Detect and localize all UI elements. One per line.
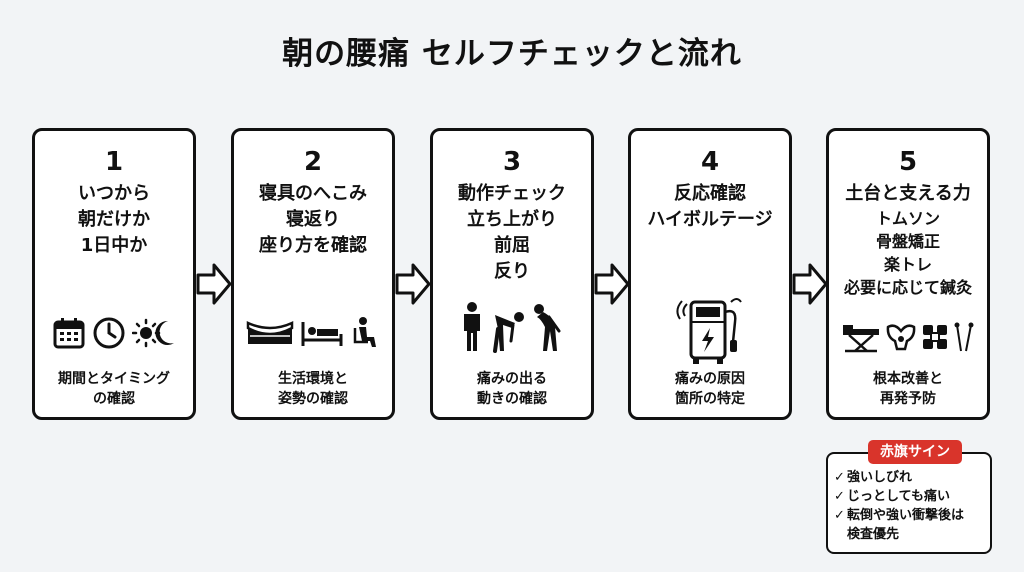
- treatment-table-icon: [843, 325, 879, 353]
- ems-pads-icon: [923, 325, 947, 349]
- bending-back-icon: [534, 304, 561, 351]
- step-icons: [35, 309, 193, 357]
- high-voltage-machine-icon: [676, 298, 742, 364]
- sleeping-person-icon: [301, 322, 343, 346]
- step-line: 前屈: [494, 235, 530, 256]
- arrow-right-icon: [395, 263, 431, 305]
- caption-line: 動きの確認: [477, 391, 547, 407]
- step-text: 動作チェック 立ち上がり 前屈 反り: [433, 181, 591, 285]
- bending-forward-icon: [493, 312, 524, 353]
- caption-line: 箇所の特定: [675, 391, 745, 407]
- red-flag-text: 検査優先: [847, 527, 900, 542]
- step-text: いつから 朝だけか 1日中か: [35, 181, 193, 259]
- step-line: 1日中か: [80, 235, 148, 256]
- step-line: 骨盤矯正: [875, 232, 940, 251]
- step-card-5: 5 土台と支える力 トムソン 骨盤矯正 楽トレ 必要に応じて鍼灸: [826, 128, 990, 420]
- step-card-1: 1 いつから 朝だけか 1日中か 期間とタイミング の確認: [32, 128, 196, 420]
- step-icons: [234, 309, 392, 357]
- red-flag-item: ✓転倒や強い衝撃後は 検査優先: [834, 506, 990, 544]
- sun-moon-icon: [132, 318, 174, 348]
- step-line: 動作チェック: [458, 183, 566, 204]
- step-line: 寝具のへこみ: [259, 183, 367, 204]
- red-flag-text: 強いしびれ: [847, 470, 913, 485]
- step-line: ハイボルテージ: [647, 209, 773, 230]
- caption-line: 再発予防: [880, 391, 936, 407]
- step-icons: [829, 317, 987, 357]
- arrow-right-icon: [196, 263, 232, 305]
- caption-line: 期間とタイミング: [58, 371, 170, 387]
- step-number: 2: [303, 147, 323, 177]
- step-line: 寝返り: [286, 209, 340, 230]
- caption-line: の確認: [93, 391, 135, 407]
- step-line: いつから: [78, 183, 150, 204]
- step-line: 立ち上がり: [467, 209, 557, 230]
- step-card-4: 4 反応確認 ハイボルテージ 痛みの原因 箇所の特定: [628, 128, 792, 420]
- step-card-3: 3 動作チェック 立ち上がり 前屈 反り 痛みの出る 動きの確認: [430, 128, 594, 420]
- step-text: 土台と支える力 トムソン 骨盤矯正 楽トレ 必要に応じて鍼灸: [829, 181, 987, 299]
- caption-line: 痛みの原因: [675, 371, 745, 387]
- step-number: 5: [898, 147, 918, 177]
- pelvis-icon: [886, 324, 916, 351]
- standing-person-icon: [464, 302, 480, 351]
- step-line: 必要に応じて鍼灸: [843, 278, 972, 297]
- step-icons: [631, 291, 789, 371]
- step-icons: [433, 299, 591, 355]
- step-caption: 痛みの原因 箇所の特定: [631, 369, 789, 409]
- sitting-person-icon: [353, 317, 376, 347]
- caption-line: 姿勢の確認: [278, 391, 348, 407]
- acupuncture-needles-icon: [954, 322, 974, 352]
- mattress-icon: [246, 321, 294, 344]
- step-card-2: 2 寝具のへこみ 寝返り 座り方を確認 生活環境と 姿勢の確認: [231, 128, 395, 420]
- step-caption: 根本改善と 再発予防: [829, 369, 987, 409]
- step-line: 座り方を確認: [259, 235, 367, 256]
- check-icon: ✓: [834, 508, 845, 523]
- step-text: 寝具のへこみ 寝返り 座り方を確認: [234, 181, 392, 259]
- caption-line: 根本改善と: [873, 371, 943, 387]
- check-icon: ✓: [834, 470, 845, 485]
- arrow-right-icon: [594, 263, 630, 305]
- clock-icon: [93, 317, 125, 349]
- step-number: 3: [502, 147, 522, 177]
- red-flag-list: ✓強いしびれ ✓じっとしても痛い ✓転倒や強い衝撃後は 検査優先: [834, 468, 990, 544]
- step-number: 1: [104, 147, 124, 177]
- red-flag-text: 転倒や強い衝撃後は: [847, 508, 965, 523]
- step-caption: 痛みの出る 動きの確認: [433, 369, 591, 409]
- caption-line: 生活環境と: [278, 371, 348, 387]
- step-caption: 期間とタイミング の確認: [35, 369, 193, 409]
- step-line: 反応確認: [674, 183, 746, 204]
- step-line: 楽トレ: [883, 255, 932, 274]
- red-flag-badge: 赤旗サイン: [868, 440, 962, 464]
- step-line: トムソン: [875, 209, 940, 228]
- calendar-icon: [53, 318, 85, 349]
- check-icon: ✓: [834, 489, 845, 504]
- step-number: 4: [700, 147, 720, 177]
- red-flag-item: ✓じっとしても痛い: [834, 487, 990, 506]
- step-caption: 生活環境と 姿勢の確認: [234, 369, 392, 409]
- red-flag-item: ✓強いしびれ: [834, 468, 990, 487]
- step-line: 土台と支える力: [845, 183, 971, 204]
- page-title: 朝の腰痛 セルフチェックと流れ: [282, 36, 742, 72]
- step-text: 反応確認 ハイボルテージ: [631, 181, 789, 233]
- caption-line: 痛みの出る: [477, 371, 547, 387]
- red-flag-box: 赤旗サイン ✓強いしびれ ✓じっとしても痛い ✓転倒や強い衝撃後は 検査優先: [826, 440, 992, 554]
- step-line: 反り: [494, 261, 530, 282]
- arrow-right-icon: [792, 263, 828, 305]
- red-flag-text: じっとしても痛い: [847, 489, 950, 504]
- step-line: 朝だけか: [78, 209, 150, 230]
